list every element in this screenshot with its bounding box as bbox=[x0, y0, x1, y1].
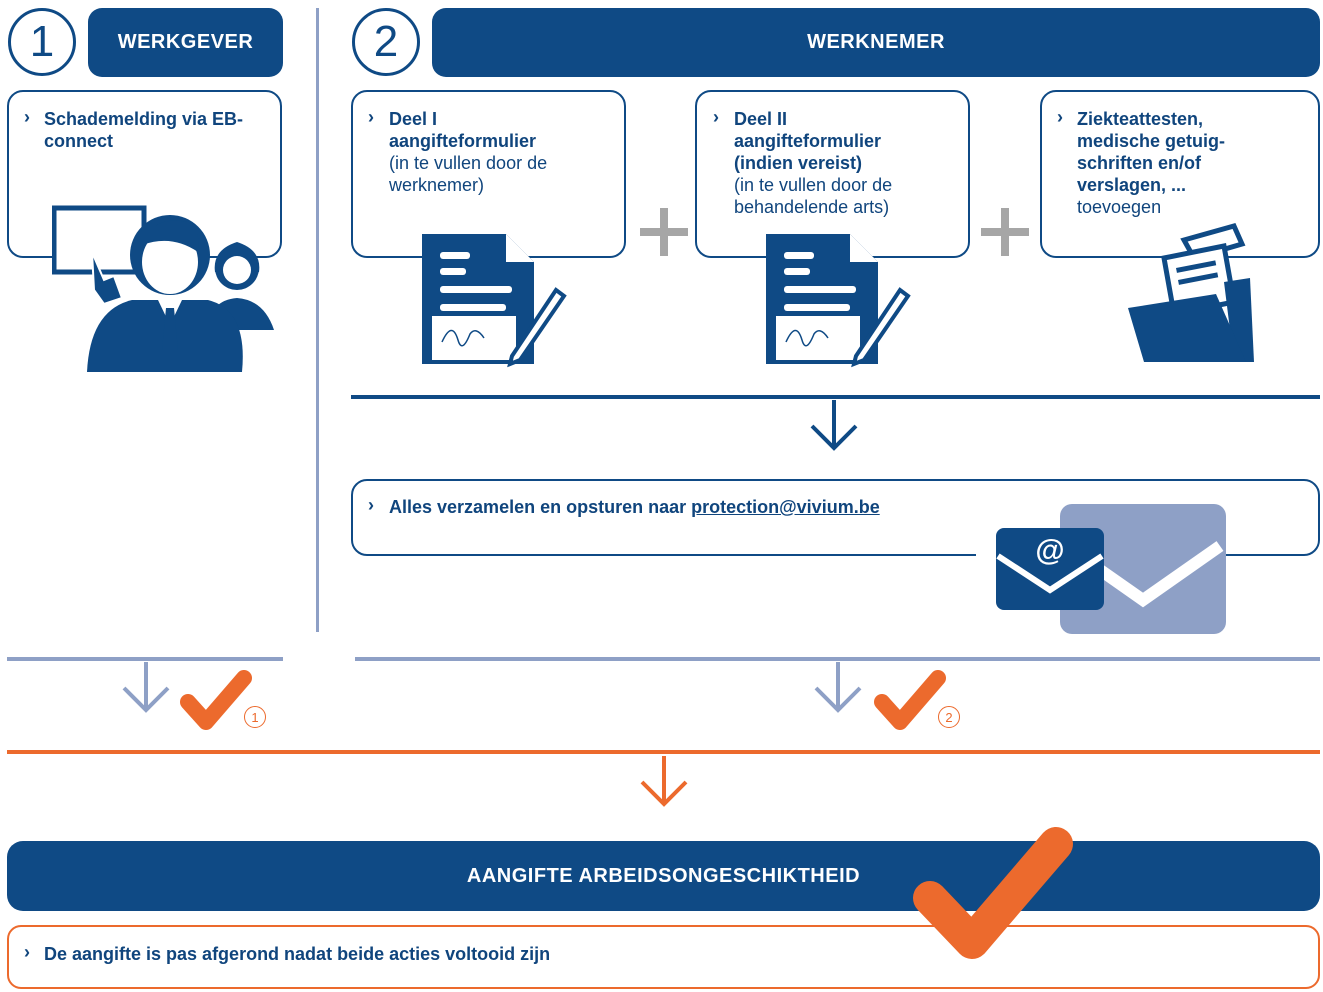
deel-2-bullet: › bbox=[713, 107, 719, 127]
step-1-number: 1 bbox=[29, 17, 55, 66]
attesten-label: Ziekteattesten, medische getuig-schrifte… bbox=[1077, 109, 1226, 195]
result-header: AANGIFTE ARBEIDSONGESCHIKTHEID bbox=[7, 841, 1320, 911]
arrow-down-icon bbox=[810, 400, 858, 451]
attesten-subtext: toevoegen bbox=[1077, 197, 1162, 217]
deel-1-label: Deel I aangifteformulier bbox=[389, 109, 537, 151]
arrow-down-icon bbox=[640, 756, 688, 807]
deel-1-text: Deel I aangifteformulier (in te vullen d… bbox=[389, 108, 589, 196]
employer-at-screen-icon bbox=[52, 205, 274, 372]
werkgever-done-line bbox=[7, 657, 283, 661]
documents-folder-icon bbox=[1128, 223, 1254, 362]
result-note-card bbox=[7, 925, 1320, 989]
attesten-bullet: › bbox=[1057, 107, 1063, 127]
step-1-circle: 1 bbox=[8, 8, 76, 76]
step-2-circle: 2 bbox=[352, 8, 420, 76]
result-note: De aangifte is pas afgerond nadat beide … bbox=[44, 944, 551, 964]
step-2-number: 2 bbox=[373, 17, 399, 66]
result-bullet: › bbox=[24, 942, 30, 962]
deel-2-subtext: (in te vullen door de behandelende arts) bbox=[734, 175, 893, 217]
combined-line bbox=[7, 750, 1320, 754]
column-divider bbox=[316, 8, 319, 632]
result-title: AANGIFTE ARBEIDSONGESCHIKTHEID bbox=[466, 864, 861, 887]
check-2-badge: 2 bbox=[938, 706, 960, 728]
plus-icon bbox=[981, 208, 1029, 256]
werkgever-card-label: Schademelding via EB-connect bbox=[44, 109, 244, 151]
check-2-number: 2 bbox=[945, 709, 953, 725]
werknemer-done-line bbox=[355, 657, 1320, 661]
werknemer-title: WERKNEMER bbox=[807, 31, 945, 53]
arrow-down-icon bbox=[122, 662, 170, 713]
attesten-text: Ziekteattesten, medische getuig-schrifte… bbox=[1077, 108, 1262, 218]
plus-icon bbox=[640, 208, 688, 256]
deel-1-subtext: (in te vullen door de werknemer) bbox=[389, 153, 548, 195]
signed-form-icon bbox=[422, 234, 567, 368]
email-link[interactable]: protection@vivium.be bbox=[691, 497, 880, 517]
arrow-down-icon bbox=[814, 662, 862, 713]
checkmark-icon bbox=[874, 670, 946, 730]
email-envelope-icon: @ bbox=[976, 500, 1226, 634]
check-1-number: 1 bbox=[251, 709, 259, 725]
deel-1-bullet: › bbox=[368, 107, 374, 127]
checkmark-icon bbox=[180, 670, 252, 730]
send-label: Alles verzamelen en opsturen naar bbox=[389, 497, 692, 517]
attesten-card bbox=[1040, 90, 1320, 258]
send-text: Alles verzamelen en opsturen naar protec… bbox=[389, 496, 1089, 518]
svg-text:@: @ bbox=[1035, 534, 1064, 567]
werkgever-header: WERKGEVER bbox=[88, 8, 283, 77]
collect-line bbox=[351, 395, 1320, 399]
send-bullet: › bbox=[368, 495, 374, 515]
deel-2-text: Deel II aangifteformulier (indien vereis… bbox=[734, 108, 934, 218]
werkgever-card-bullet: › bbox=[24, 107, 30, 127]
deel-2-label: Deel II aangifteformulier (indien vereis… bbox=[734, 109, 882, 173]
deel-1-card bbox=[351, 90, 626, 258]
checkmark-icon bbox=[913, 827, 1073, 959]
werkgever-card-text: Schademelding via EB-connect bbox=[44, 108, 264, 152]
deel-2-card bbox=[695, 90, 970, 258]
check-1-badge: 1 bbox=[244, 706, 266, 728]
signed-form-icon bbox=[766, 234, 911, 368]
werknemer-header: WERKNEMER bbox=[432, 8, 1320, 77]
result-note-text: De aangifte is pas afgerond nadat beide … bbox=[44, 943, 944, 965]
werkgever-title: WERKGEVER bbox=[117, 31, 254, 53]
